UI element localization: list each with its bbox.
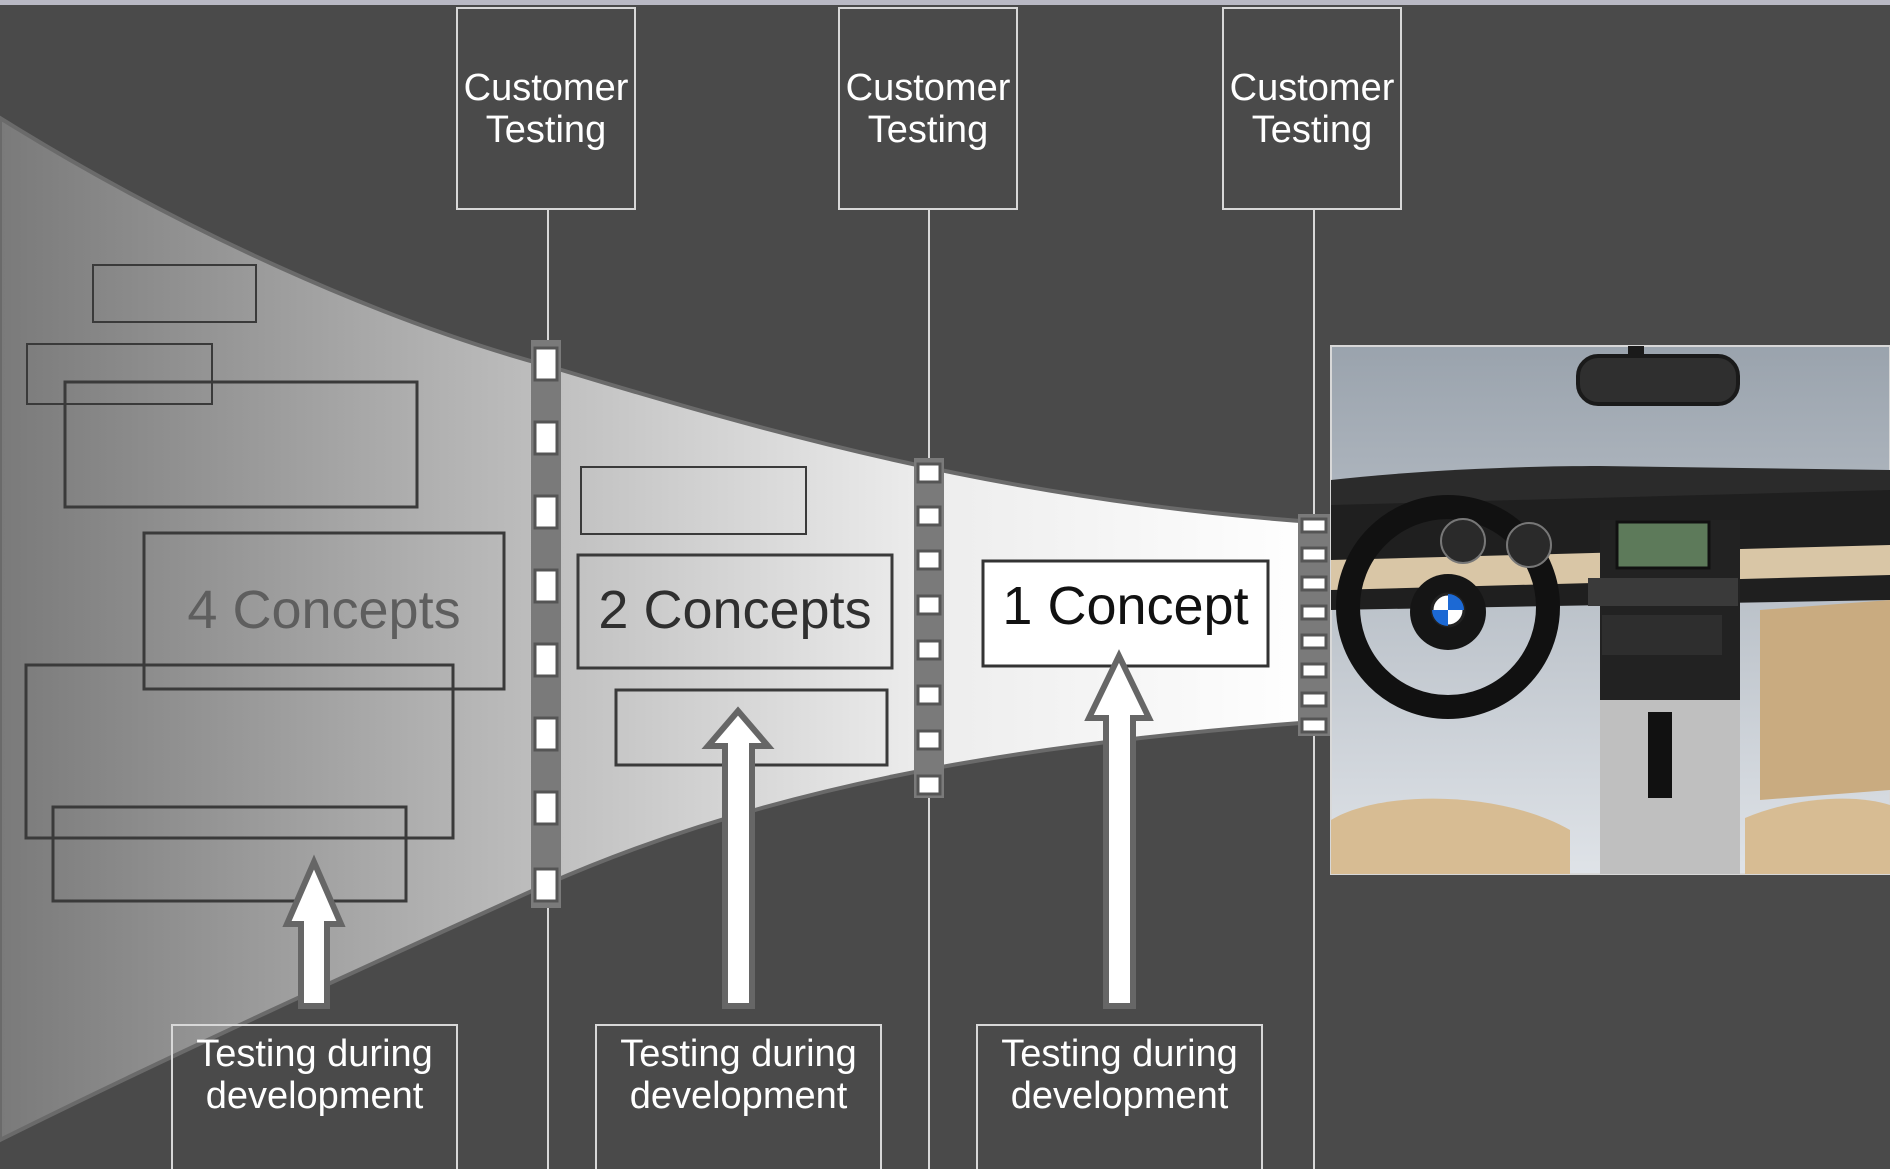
gate-hole bbox=[916, 505, 942, 527]
gate-hole bbox=[533, 790, 559, 826]
gate-hole bbox=[1300, 717, 1328, 734]
dev-testing-label-1: Testing during development bbox=[171, 1024, 458, 1169]
concept-outline bbox=[63, 380, 419, 509]
concept-outline bbox=[92, 264, 257, 323]
concept-label-4: 4 Concepts bbox=[187, 580, 461, 640]
gate-hole bbox=[533, 494, 559, 530]
gauge-left bbox=[1440, 518, 1486, 564]
dev-testing-label-3: Testing during development bbox=[976, 1024, 1263, 1169]
filmstrip-gate-3 bbox=[1298, 514, 1330, 736]
right-door-panel bbox=[1760, 600, 1890, 800]
gate-hole bbox=[916, 462, 942, 484]
gate-hole bbox=[916, 774, 942, 796]
gauge-right bbox=[1506, 522, 1552, 568]
gate-hole bbox=[916, 684, 942, 706]
gate-hole bbox=[916, 594, 942, 616]
concept-outline bbox=[142, 531, 506, 691]
customer-testing-text-2: Customer Testing bbox=[845, 66, 1011, 151]
concept-outline bbox=[580, 466, 807, 535]
navigation-screen bbox=[1615, 520, 1711, 570]
filmstrip-gate-1 bbox=[531, 340, 561, 908]
concept-label-2: 2 Concepts bbox=[598, 580, 872, 640]
gate-hole bbox=[1300, 633, 1328, 650]
steering-wheel bbox=[1336, 495, 1560, 719]
dev-testing-text-2: Testing during development bbox=[620, 1033, 857, 1117]
gate-hole bbox=[1300, 604, 1328, 621]
gate-hole bbox=[533, 346, 559, 382]
dev-testing-text-1: Testing during development bbox=[196, 1033, 433, 1117]
customer-testing-label-3: Customer Testing bbox=[1222, 7, 1402, 210]
gate-hole bbox=[916, 549, 942, 571]
gate-hole bbox=[1300, 575, 1328, 592]
car-interior-photo bbox=[1330, 345, 1890, 875]
arrow-up-icon bbox=[701, 706, 775, 1009]
gate-hole bbox=[1300, 662, 1328, 679]
gate-hole bbox=[916, 729, 942, 751]
mirror-stem bbox=[1628, 346, 1644, 358]
gear-shifter bbox=[1648, 712, 1672, 798]
rearview-mirror bbox=[1576, 354, 1740, 406]
customer-testing-text-1: Customer Testing bbox=[463, 66, 629, 151]
customer-testing-label-1: Customer Testing bbox=[456, 7, 636, 210]
gate-hole bbox=[533, 867, 559, 903]
arrow-up-icon bbox=[282, 854, 346, 1009]
dev-testing-label-2: Testing during development bbox=[595, 1024, 882, 1169]
gate-hole bbox=[1300, 517, 1328, 534]
concept-outline bbox=[26, 343, 213, 405]
gate-hole bbox=[533, 420, 559, 456]
top-rule bbox=[0, 0, 1890, 5]
dev-testing-text-3: Testing during development bbox=[1001, 1033, 1238, 1117]
customer-testing-label-2: Customer Testing bbox=[838, 7, 1018, 210]
center-vents bbox=[1588, 578, 1738, 606]
gate-hole bbox=[533, 716, 559, 752]
gate-hole bbox=[1300, 691, 1328, 708]
gate-hole bbox=[533, 568, 559, 604]
concept-label-1: 1 Concept bbox=[1002, 576, 1249, 636]
gate-hole bbox=[916, 639, 942, 661]
right-seat bbox=[1745, 798, 1890, 874]
concept-sketches bbox=[24, 264, 894, 903]
filmstrip-gate-2 bbox=[914, 458, 944, 798]
gate-hole bbox=[1300, 546, 1328, 563]
radio-panel bbox=[1602, 615, 1722, 655]
concept-outline bbox=[51, 805, 408, 903]
left-seat bbox=[1331, 798, 1570, 874]
gate-hole bbox=[533, 642, 559, 678]
concept-outline bbox=[576, 553, 894, 670]
concept-outline bbox=[24, 663, 455, 840]
arrow-up-icon bbox=[1084, 649, 1154, 1009]
bmw-logo-quarters bbox=[1432, 594, 1464, 626]
customer-testing-text-3: Customer Testing bbox=[1229, 66, 1395, 151]
